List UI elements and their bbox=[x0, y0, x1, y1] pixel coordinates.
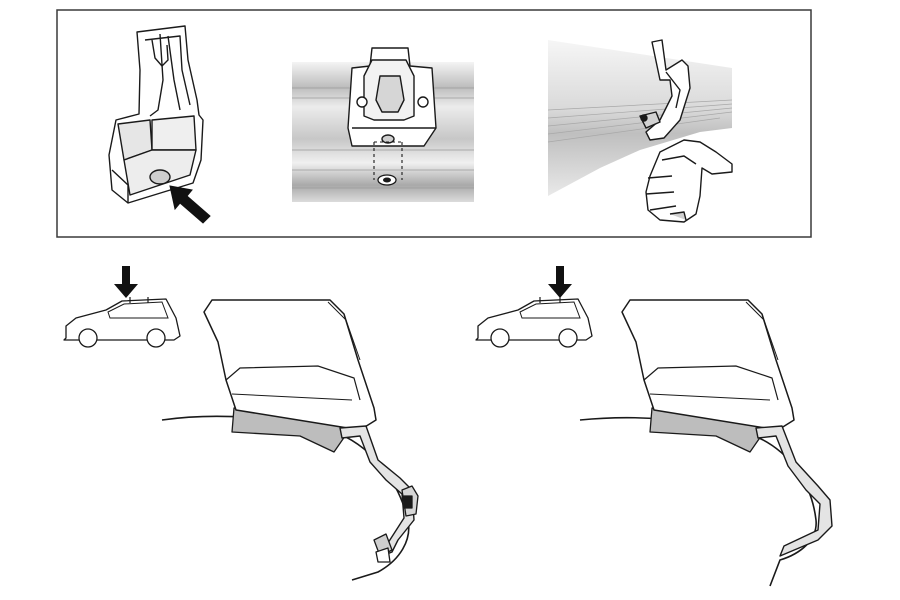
diagonal-arrow-icon bbox=[169, 185, 211, 224]
foot-housing bbox=[621, 299, 795, 431]
front-roof-marks bbox=[129, 297, 149, 303]
foot-bracket-illustration bbox=[108, 25, 204, 204]
hand-icon bbox=[645, 139, 733, 223]
rear-roof-marks bbox=[539, 297, 561, 303]
rear-position-closeup bbox=[579, 299, 833, 587]
down-arrow-icon bbox=[548, 266, 572, 298]
down-arrow-icon bbox=[114, 266, 138, 298]
hand-install-illustration bbox=[547, 39, 733, 223]
bracket-on-bar-illustration bbox=[292, 47, 474, 202]
screw-hole-icon bbox=[377, 174, 397, 186]
rear-position-car-icon bbox=[475, 266, 593, 348]
front-position-car-icon bbox=[63, 266, 181, 348]
foot-housing bbox=[203, 299, 377, 431]
bracket-hole bbox=[149, 169, 171, 185]
clamp-bracket bbox=[755, 425, 833, 557]
front-position-closeup bbox=[161, 299, 419, 581]
